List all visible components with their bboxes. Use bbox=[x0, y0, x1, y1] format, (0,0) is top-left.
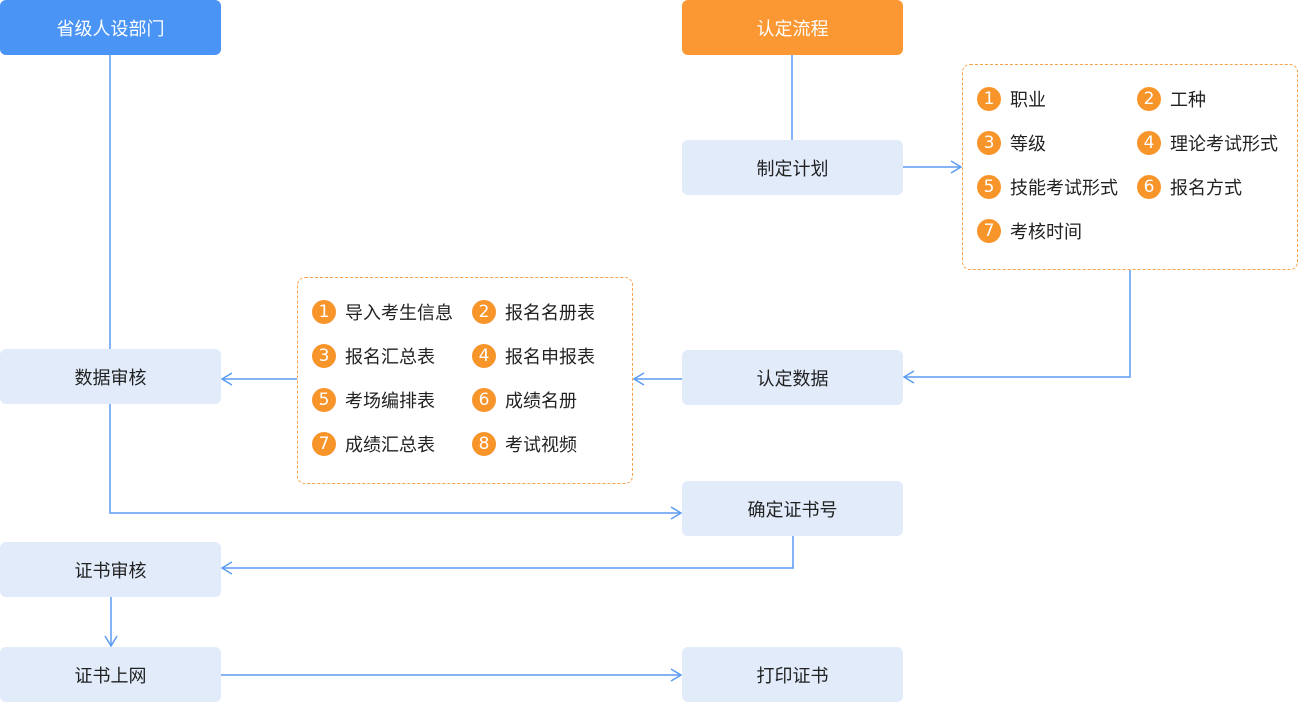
plan-item-label: 职业 bbox=[1010, 90, 1046, 111]
number-badge: 7 bbox=[312, 432, 336, 456]
number-badge: 4 bbox=[1137, 131, 1161, 155]
step-label: 打印证书 bbox=[756, 665, 829, 687]
data-item-label: 成绩汇总表 bbox=[345, 435, 435, 456]
data-item-label: 报名名册表 bbox=[505, 303, 595, 324]
number-badge: 3 bbox=[977, 131, 1001, 155]
data-item-label: 考场编排表 bbox=[345, 391, 435, 412]
step-confirm-cert-number[interactable]: 确定证书号 bbox=[682, 481, 903, 536]
step-label: 证书审核 bbox=[74, 560, 147, 582]
data-item-label: 考试视频 bbox=[505, 435, 577, 456]
data-item: 1 导入考生信息 bbox=[312, 299, 453, 325]
plan-item: 2 工种 bbox=[1137, 86, 1206, 112]
step-make-plan[interactable]: 制定计划 bbox=[682, 140, 903, 195]
data-item: 8 考试视频 bbox=[472, 431, 577, 457]
step-cert-review[interactable]: 证书审核 bbox=[0, 542, 221, 597]
step-cert-online[interactable]: 证书上网 bbox=[0, 647, 221, 702]
arrow-list-to-certify-data bbox=[904, 270, 1131, 377]
plan-item-label: 报名方式 bbox=[1170, 178, 1242, 199]
data-items-box: 1 导入考生信息 2 报名名册表 3 报名汇总表 4 报名申报表 5 考场编排表… bbox=[297, 277, 633, 484]
arrow-review-to-confirm bbox=[109, 404, 681, 513]
number-badge: 1 bbox=[977, 87, 1001, 111]
plan-items-box: 1 职业 2 工种 3 等级 4 理论考试形式 5 技能考试形式 6 报名方式 … bbox=[962, 64, 1298, 270]
number-badge: 2 bbox=[1137, 87, 1161, 111]
plan-item: 4 理论考试形式 bbox=[1137, 130, 1278, 156]
number-badge: 6 bbox=[472, 388, 496, 412]
step-label: 证书上网 bbox=[74, 665, 147, 687]
certification-process-label: 认定流程 bbox=[756, 18, 829, 40]
plan-item-label: 理论考试形式 bbox=[1170, 134, 1278, 155]
plan-item-label: 技能考试形式 bbox=[1010, 178, 1118, 199]
step-label: 确定证书号 bbox=[747, 499, 838, 521]
plan-item-label: 考核时间 bbox=[1010, 222, 1082, 243]
certification-process-header[interactable]: 认定流程 bbox=[682, 0, 903, 55]
number-badge: 3 bbox=[312, 344, 336, 368]
plan-item: 1 职业 bbox=[977, 86, 1046, 112]
plan-item: 5 技能考试形式 bbox=[977, 174, 1118, 200]
data-item: 6 成绩名册 bbox=[472, 387, 577, 413]
plan-item: 3 等级 bbox=[977, 130, 1046, 156]
data-item: 5 考场编排表 bbox=[312, 387, 435, 413]
data-item-label: 成绩名册 bbox=[505, 391, 577, 412]
step-print-cert[interactable]: 打印证书 bbox=[682, 647, 903, 702]
step-label: 制定计划 bbox=[756, 158, 829, 180]
number-badge: 1 bbox=[312, 300, 336, 324]
number-badge: 6 bbox=[1137, 175, 1161, 199]
step-label: 认定数据 bbox=[756, 368, 829, 390]
data-item-label: 报名申报表 bbox=[505, 347, 595, 368]
data-item: 3 报名汇总表 bbox=[312, 343, 435, 369]
data-item-label: 报名汇总表 bbox=[345, 347, 435, 368]
plan-item: 6 报名方式 bbox=[1137, 174, 1242, 200]
number-badge: 5 bbox=[977, 175, 1001, 199]
plan-item: 7 考核时间 bbox=[977, 218, 1082, 244]
number-badge: 7 bbox=[977, 219, 1001, 243]
plan-item-label: 等级 bbox=[1010, 134, 1046, 155]
number-badge: 2 bbox=[472, 300, 496, 324]
number-badge: 8 bbox=[472, 432, 496, 456]
data-item: 4 报名申报表 bbox=[472, 343, 595, 369]
step-certify-data[interactable]: 认定数据 bbox=[682, 350, 903, 405]
number-badge: 5 bbox=[312, 388, 336, 412]
plan-item-label: 工种 bbox=[1170, 90, 1206, 111]
arrow-confirm-to-cert-review bbox=[222, 536, 794, 568]
step-data-review[interactable]: 数据审核 bbox=[0, 349, 221, 404]
provincial-department-header[interactable]: 省级人设部门 bbox=[0, 0, 221, 55]
provincial-department-label: 省级人设部门 bbox=[56, 18, 165, 40]
data-item-label: 导入考生信息 bbox=[345, 303, 453, 324]
data-item: 2 报名名册表 bbox=[472, 299, 595, 325]
step-label: 数据审核 bbox=[74, 367, 147, 389]
data-item: 7 成绩汇总表 bbox=[312, 431, 435, 457]
number-badge: 4 bbox=[472, 344, 496, 368]
